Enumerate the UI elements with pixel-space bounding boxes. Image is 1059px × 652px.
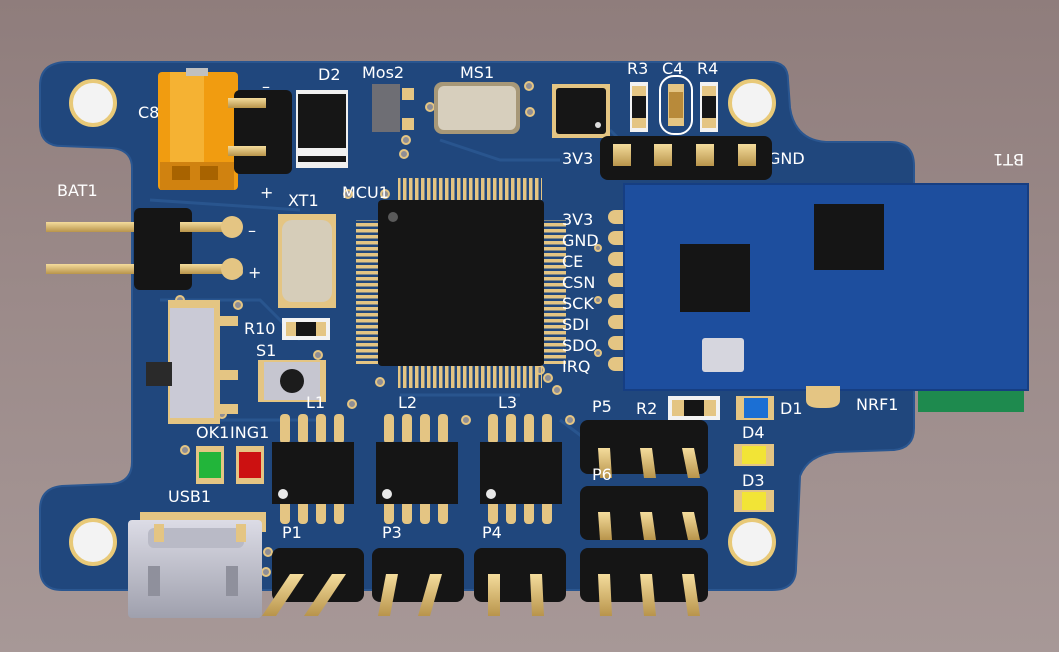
ref-bt1: BT1 bbox=[993, 150, 1024, 169]
ref-r3: R3 bbox=[627, 59, 648, 78]
ref-ing1: ING1 bbox=[230, 423, 269, 442]
ref-r4: R4 bbox=[697, 59, 718, 78]
ref-c8: C8 bbox=[138, 103, 159, 122]
label-bat-minus: – bbox=[248, 221, 256, 240]
ref-ms1: MS1 bbox=[460, 63, 494, 82]
ref-p6: P6 bbox=[592, 465, 612, 484]
ref-ok1: OK1 bbox=[196, 423, 229, 442]
ref-l2: L2 bbox=[398, 393, 417, 412]
sensor-ic-qfn bbox=[552, 84, 610, 138]
label-plus-top: + bbox=[260, 183, 273, 202]
ref-p5: P5 bbox=[592, 397, 612, 416]
ref-nrf1: NRF1 bbox=[856, 395, 898, 414]
mounting-holes bbox=[69, 79, 776, 566]
mounting-hole-tr bbox=[728, 79, 776, 127]
crystal-xt1 bbox=[278, 214, 336, 308]
nrf-pin-label: 3V3 bbox=[562, 210, 593, 229]
ref-s1: S1 bbox=[256, 341, 276, 360]
driver-ic-1 bbox=[272, 414, 354, 524]
ref-r2: R2 bbox=[636, 399, 657, 418]
ref-d2: D2 bbox=[318, 65, 341, 84]
ref-p4: P4 bbox=[482, 523, 502, 542]
resistor-r2 bbox=[668, 396, 720, 420]
resistor-r3 bbox=[630, 82, 648, 132]
nrf-pin-label: SCK bbox=[562, 294, 594, 313]
servo-header-bottom bbox=[580, 548, 708, 616]
led-ing1-red bbox=[236, 446, 264, 484]
crystal-ms1 bbox=[434, 82, 520, 134]
resistor-r10 bbox=[282, 318, 330, 340]
mounting-hole-bl bbox=[69, 518, 117, 566]
mcu-lqfp bbox=[356, 178, 566, 388]
ref-xt1: XT1 bbox=[288, 191, 319, 210]
ref-r10: R10 bbox=[244, 319, 275, 338]
nrf-radio-module bbox=[623, 183, 1029, 412]
motor-header-p3 bbox=[372, 548, 464, 616]
mounting-hole-tl bbox=[69, 79, 117, 127]
ref-c4: C4 bbox=[662, 59, 683, 78]
motor-header-p4 bbox=[474, 548, 566, 616]
ref-l3: L3 bbox=[498, 393, 517, 412]
ref-p3: P3 bbox=[382, 523, 402, 542]
usb-micro-connector[interactable] bbox=[128, 512, 266, 618]
nrf-pin-label: IRQ bbox=[562, 357, 590, 376]
label-bat-plus: + bbox=[248, 263, 261, 282]
label-minus-top: – bbox=[262, 77, 270, 96]
nrf-pin-label: CE bbox=[562, 252, 583, 271]
label-header-gnd: GND bbox=[768, 149, 805, 168]
reset-button-s1[interactable] bbox=[258, 360, 326, 402]
ref-d3: D3 bbox=[742, 471, 765, 490]
capacitor-c4 bbox=[659, 75, 693, 135]
driver-ic-2 bbox=[376, 414, 458, 524]
nrf-pin-label: SDO bbox=[562, 336, 597, 355]
battery-jst-connector bbox=[158, 68, 238, 190]
nrf-pin-label: CSN bbox=[562, 273, 595, 292]
led-ok1-green bbox=[196, 446, 224, 484]
servo-header-p5 bbox=[580, 420, 708, 478]
motor-header-p1 bbox=[262, 548, 364, 616]
ref-mos2: Mos2 bbox=[362, 63, 404, 82]
servo-header-p6 bbox=[580, 486, 708, 540]
driver-ic-3 bbox=[480, 414, 562, 524]
mosfet-mos2 bbox=[372, 84, 414, 132]
led-d3-yellow bbox=[734, 490, 774, 512]
power-slide-switch[interactable] bbox=[146, 300, 238, 424]
antenna-pad bbox=[806, 386, 840, 408]
ref-l1: L1 bbox=[306, 393, 325, 412]
resistor-r4 bbox=[700, 82, 718, 132]
led-d1-blue bbox=[736, 396, 774, 420]
power-header-4pin bbox=[600, 136, 772, 180]
ref-d1: D1 bbox=[780, 399, 803, 418]
label-header-3v3: 3V3 bbox=[562, 149, 593, 168]
ref-p1: P1 bbox=[282, 523, 302, 542]
ref-d4: D4 bbox=[742, 423, 765, 442]
battery-header-bat1 bbox=[46, 208, 243, 290]
nrf-pin-label: SDI bbox=[562, 315, 589, 334]
diode-d2 bbox=[296, 90, 348, 168]
nrf-pin-labels: 3V3 GND CE CSN SCK SDI SDO IRQ bbox=[562, 210, 599, 376]
ref-usb1: USB1 bbox=[168, 487, 211, 506]
led-d4-yellow bbox=[734, 444, 774, 466]
power-header-2pin bbox=[228, 90, 292, 174]
ref-mcu1: MCU1 bbox=[342, 183, 389, 202]
mounting-hole-br bbox=[728, 518, 776, 566]
ref-bat1: BAT1 bbox=[57, 181, 98, 200]
nrf-pin-label: GND bbox=[562, 231, 599, 250]
